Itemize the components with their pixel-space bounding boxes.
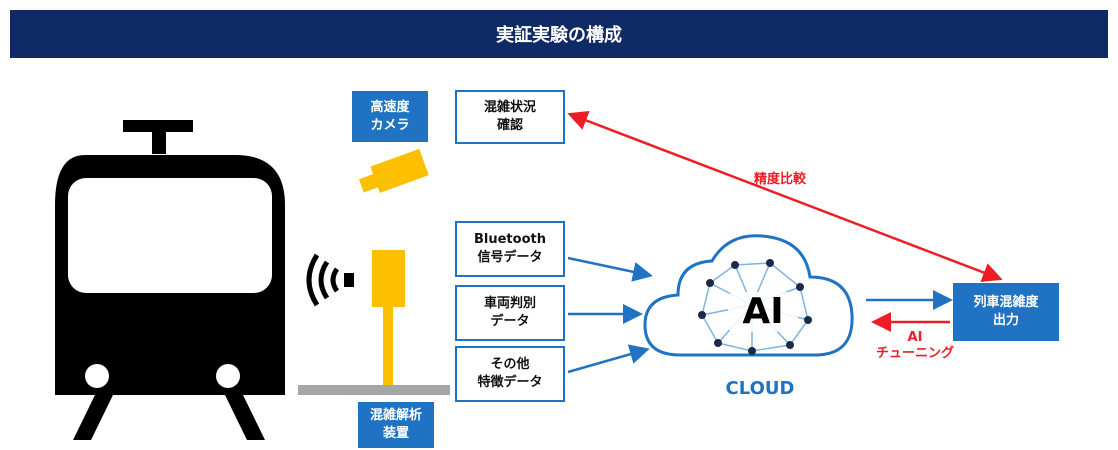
camera-icon: [358, 148, 429, 193]
input-box-vehicle: 車両判別 データ: [455, 285, 565, 341]
ai-tuning-label: AI チューニング: [875, 330, 954, 361]
wireless-signal-icon: [306, 253, 354, 307]
sensor-pole-icon: [298, 250, 450, 395]
cloud-label: CLOUD: [725, 378, 795, 399]
output-box: 列車混雑度 出力: [953, 283, 1059, 341]
arrow-precision-compare: [567, 111, 1003, 282]
arrow-bluetooth-to-cloud: [567, 256, 653, 282]
camera-label: 高速度 カメラ: [352, 91, 428, 142]
header-bar: 実証実験の構成: [10, 10, 1108, 58]
analyzer-label: 混雑解析 装置: [358, 402, 434, 448]
arrow-other-to-cloud: [567, 344, 650, 374]
ai-label: AI: [728, 292, 798, 332]
page-title: 実証実験の構成: [496, 25, 622, 46]
input-box-other: その他 特徴データ: [455, 346, 565, 402]
congestion-confirm-box: 混雑状況 確認: [455, 90, 565, 144]
input-box-bluetooth: Bluetooth 信号データ: [455, 221, 565, 277]
